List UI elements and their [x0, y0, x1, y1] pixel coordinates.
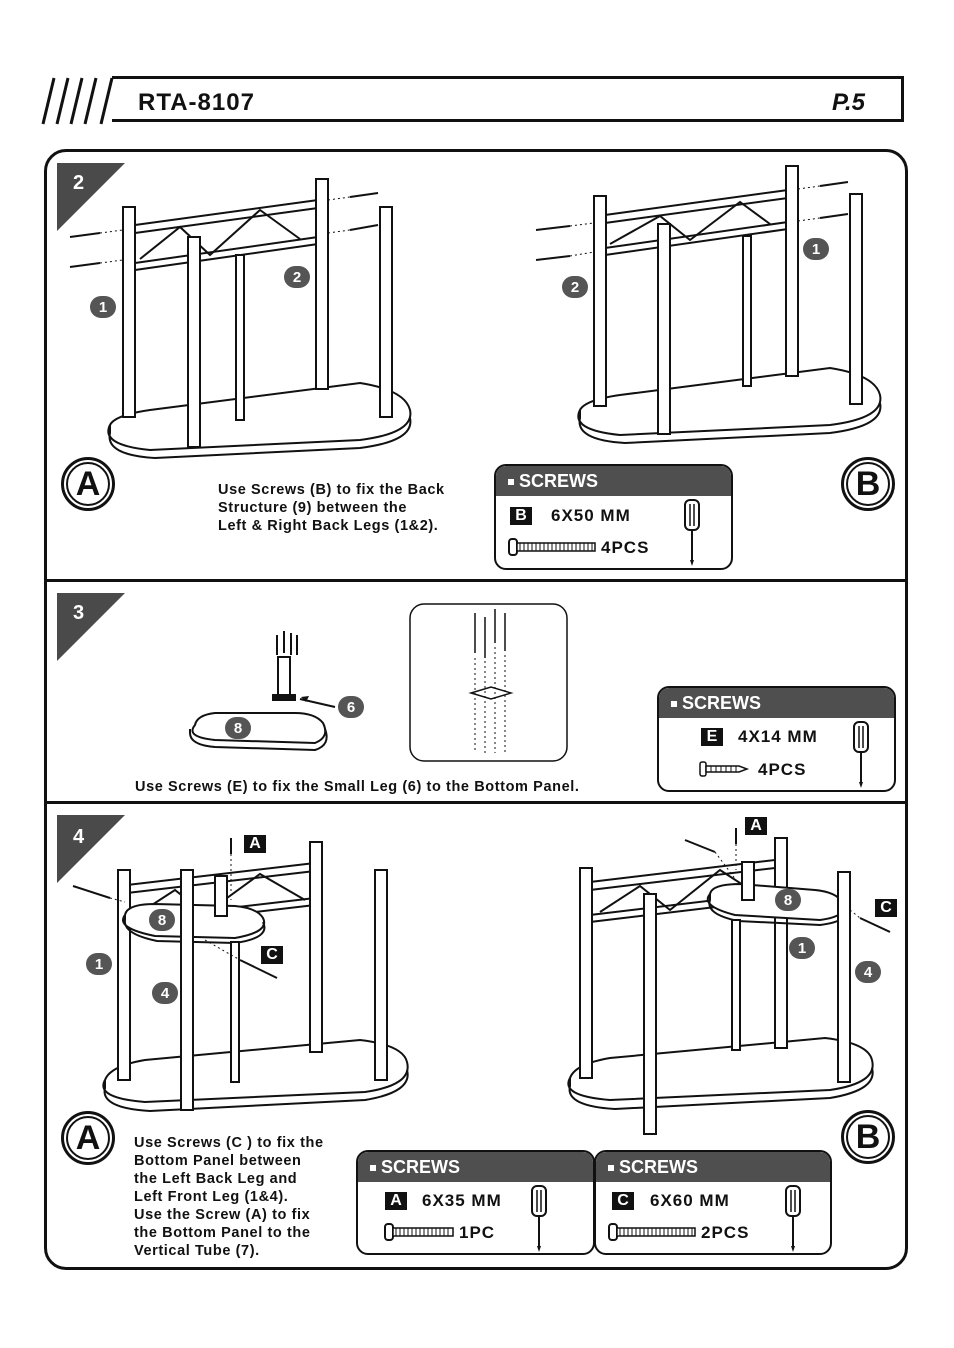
screw-letter-b: B — [510, 507, 532, 525]
view-a-marker-step2: A — [61, 457, 115, 511]
screw-spec-e: 4X14 MM — [738, 727, 818, 746]
screws-heading: SCREWS — [358, 1152, 593, 1182]
bolt-icon — [384, 1223, 454, 1241]
bolt-icon — [508, 538, 596, 556]
part-1-label-step4-b: 1 — [789, 937, 815, 959]
screws-heading: SCREWS — [496, 466, 731, 496]
part-2-label-b: 2 — [562, 276, 588, 298]
screws-heading: SCREWS — [596, 1152, 830, 1182]
divider-step2-step3 — [45, 579, 907, 582]
header-bar — [112, 76, 904, 122]
part-1-label-step4-a: 1 — [86, 953, 112, 975]
part-8-label-a: 8 — [149, 909, 175, 931]
instructions-frame — [44, 149, 908, 1270]
screw-letter-a-callout-b: A — [745, 817, 767, 835]
step-4-marker — [57, 815, 125, 883]
step4-drawing-a — [72, 838, 409, 1113]
step-3-marker — [57, 593, 125, 661]
part-8-label-b: 8 — [775, 889, 801, 911]
screwdriver-icon — [785, 1185, 801, 1252]
part-6-label: 6 — [338, 696, 364, 718]
step2-drawing-b — [535, 165, 882, 445]
screw-letter-a-callout: A — [244, 835, 266, 853]
view-b-marker-step4: B — [841, 1110, 895, 1164]
screws-box-b: SCREWS — [494, 464, 733, 570]
step-3-number: 3 — [73, 602, 85, 624]
step4-drawing-b — [567, 828, 891, 1135]
page-number: P.5 — [832, 89, 865, 116]
step-4-number: 4 — [73, 826, 85, 848]
screw-letter-e: E — [701, 728, 723, 746]
screw-letter-c-callout-a: C — [261, 946, 283, 964]
divider-step3-step4 — [45, 801, 907, 804]
screw-spec-b: 6X50 MM — [551, 506, 631, 525]
step3-drawing — [189, 631, 336, 752]
part-4-label-a: 4 — [152, 982, 178, 1004]
header-stripes-logo — [41, 77, 114, 125]
screw-qty-c: 2PCS — [701, 1223, 750, 1242]
screwdriver-icon — [853, 721, 869, 788]
screw-letter-a: A — [385, 1192, 407, 1210]
view-a-marker-step4: A — [61, 1111, 115, 1165]
model-number: RTA-8107 — [138, 89, 255, 116]
bolt-icon — [608, 1223, 696, 1241]
screw-qty-a: 1PC — [459, 1223, 496, 1242]
step3-detail-inset — [409, 603, 568, 762]
view-b-marker-step2: B — [841, 457, 895, 511]
screwdriver-icon — [684, 499, 700, 566]
step-2-instruction: Use Screws (B) to fix the Back Structure… — [218, 482, 445, 534]
part-8-label: 8 — [225, 717, 251, 739]
screw-spec-a: 6X35 MM — [422, 1191, 502, 1210]
step2-drawing-a — [69, 178, 412, 460]
screw-spec-c: 6X60 MM — [650, 1191, 730, 1210]
screw-letter-c: C — [612, 1192, 634, 1210]
part-1-label-a: 1 — [90, 296, 116, 318]
screw-qty-e: 4PCS — [758, 760, 807, 779]
part-1-label-b: 1 — [803, 238, 829, 260]
step-3-instruction: Use Screws (E) to fix the Small Leg (6) … — [135, 779, 580, 795]
wood-screw-icon — [699, 761, 750, 777]
screwdriver-icon — [531, 1185, 547, 1252]
step-2-marker — [57, 163, 125, 231]
part-2-label-a: 2 — [284, 266, 310, 288]
screws-heading: SCREWS — [659, 688, 894, 718]
screw-letter-c-callout-b: C — [875, 899, 897, 917]
part-4-label-b: 4 — [855, 961, 881, 983]
step-4-instruction: Use Screws (C ) to fix the Bottom Panel … — [134, 1135, 324, 1259]
step-2-number: 2 — [73, 172, 85, 194]
screw-qty-b: 4PCS — [601, 538, 650, 557]
